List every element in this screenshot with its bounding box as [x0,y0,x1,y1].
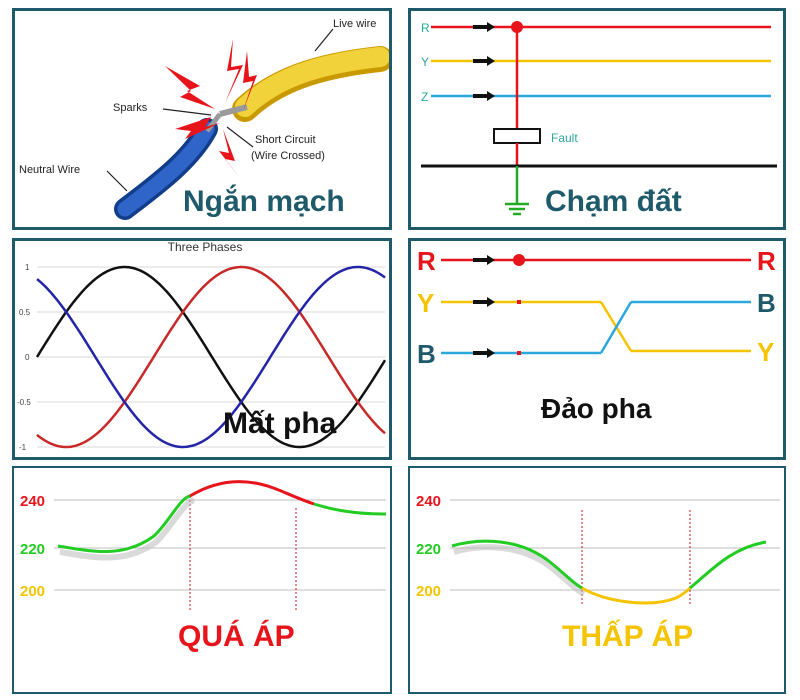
right-y-label: Y [757,337,774,367]
ground-fault-diagram: R Y Z Fault [421,21,777,216]
phase-reversal-diagram: R Y B R B Y [417,246,776,369]
fault-resistor [493,128,541,144]
y-tick-200: 200 [20,583,45,600]
left-y-label: Y [417,288,434,318]
y-tick-240: 240 [416,493,441,510]
phase-y-label: Y [421,55,429,69]
arrow-icon [473,297,495,307]
phase-r-label: R [421,21,430,35]
phase-reversal-caption: Đảo pha [541,393,652,424]
arrow-icon [473,22,495,32]
short-circuit-caption: Ngắn mạch [183,185,345,218]
phase-loss-caption: Mất pha [223,407,337,440]
arrow-icon [473,91,495,101]
phase-reversal-panel: R Y B R B Y Đảo pha [408,238,786,460]
sparks-label: Sparks [113,102,148,114]
phase-blue-line [36,265,386,449]
left-r-label: R [417,246,436,276]
undervoltage-panel: 240 220 200 THẤP ÁP [408,466,786,694]
undervoltage-chart: 240 220 200 [416,493,780,606]
short-circuit-label-line1: Short Circuit [255,134,316,146]
short-circuit-panel: Live wire Sparks Short Circuit (Wire Cro… [12,8,392,230]
left-b-label: B [417,339,436,369]
y-tick-label: 1 [25,263,30,272]
live-wire-label: Live wire [333,18,376,30]
voltage-line-normal-right [689,540,767,590]
y-tick-label: 0 [25,353,30,362]
neutral-wire-label: Neutral Wire [19,164,80,176]
chart-title: Three Phases [168,241,243,254]
junction-dot [513,254,525,266]
overvoltage-panel: 240 220 200 QUÁ ÁP [12,466,392,694]
y-tick-220: 220 [416,541,441,558]
short-circuit-illustration: Live wire Sparks Short Circuit (Wire Cro… [19,18,389,220]
phase-black-line [35,265,387,449]
right-b-label: B [757,288,776,318]
phase-loss-panel: Three Phases 1 0.5 0 -0.5 -1 Mất pha [12,238,392,460]
voltage-line-normal-left [57,494,191,554]
y-tick-label: 0.5 [19,308,31,317]
short-circuit-label-line2: (Wire Crossed) [251,150,325,162]
ground-fault-caption: Chạm đất [545,185,682,218]
voltage-line-normal-right [313,502,387,516]
ground-icon [505,202,529,216]
three-phase-chart: Three Phases 1 0.5 0 -0.5 -1 [17,241,387,452]
arrow-icon [473,348,495,358]
voltage-line-overvoltage [189,480,315,506]
arrow-icon [473,255,495,265]
y-tick-label: -0.5 [17,398,31,407]
y-tick-220: 220 [20,541,45,558]
phase-z-label: Z [421,90,428,104]
y-tick-label: -1 [19,443,27,452]
undervoltage-caption: THẤP ÁP [562,620,694,653]
overvoltage-caption: QUÁ ÁP [178,620,295,653]
voltage-line-normal-left [451,539,583,590]
y-tick-200: 200 [416,583,441,600]
y-tick-240: 240 [20,493,45,510]
fault-label: Fault [551,131,578,145]
voltage-line-undervoltage [581,586,692,605]
right-r-label: R [757,246,776,276]
phase-red-line [36,265,386,449]
overvoltage-chart: 240 220 200 [20,480,387,612]
arrow-icon [473,56,495,66]
ground-fault-panel: R Y Z Fault Chạm đất [408,8,786,230]
